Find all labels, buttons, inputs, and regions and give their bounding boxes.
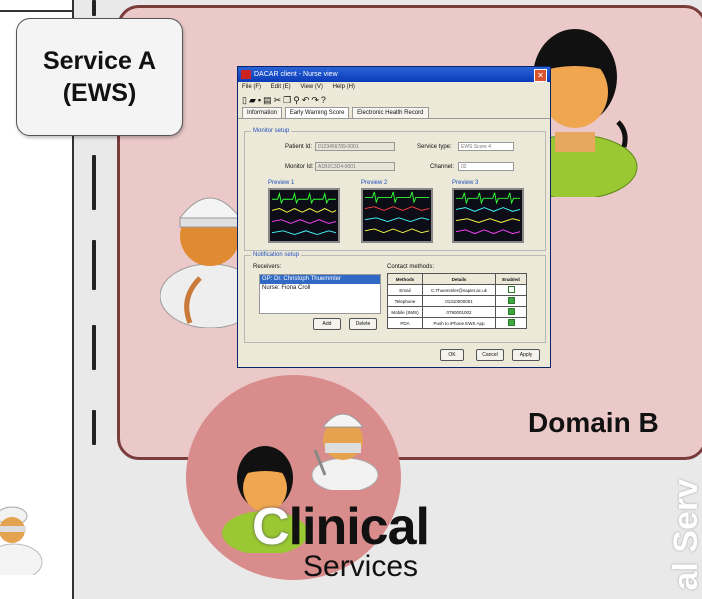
clinical-title: Clinical [252,497,430,557]
dashed-divider-segment [92,155,96,210]
save-icon[interactable]: ▪ [257,95,264,105]
table-header: Details [422,273,496,285]
dashed-divider-segment [92,240,96,290]
patient-id-label: Patient Id: [285,144,313,150]
menu-file[interactable]: File (F) [242,84,261,90]
dashed-divider-segment [92,0,96,16]
table-row: PDA Push to iPhone EWS App [387,317,527,329]
preview-3-label: Preview 3 [452,180,479,186]
dacar-client-window: DACAR client - Nurse view ✕ File (F) Edi… [237,66,551,368]
menu-bar: File (F) Edit (E) View (V) Help (H) [238,82,550,93]
enabled-checkbox[interactable] [507,308,515,315]
toolbar: ▯▰▪▤✂❐⚲↶↷? [238,93,550,107]
ok-button[interactable]: OK [440,349,464,361]
service-a-subtitle: (EWS) [62,79,137,107]
find-icon[interactable]: ⚲ [293,95,302,105]
method-cell: Mobile (SMS) [387,306,423,318]
edge-vertical-text: al Serv [667,479,702,591]
preview-2-monitor[interactable] [361,188,433,243]
female-clinician-icon [222,446,308,553]
table-row: Telephone 01310000001 [387,295,527,307]
undo-icon[interactable]: ↶ [301,95,312,105]
monitor-setup-title: Monitor setup [251,128,292,134]
menu-edit[interactable]: Edit (E) [270,84,291,90]
enabled-checkbox[interactable] [507,297,515,304]
table-header: Methods [387,273,423,285]
open-icon[interactable]: ▰ [248,95,258,105]
apply-button[interactable]: Apply [512,349,540,361]
clinical-rest: linical [288,498,430,556]
details-cell: C.Thuemmler@napier.ac.uk [422,284,496,296]
tab-electronic-health-record[interactable]: Electronic Health Record [352,107,429,118]
table-row: Mobile (SMS) 0790001002 [387,306,527,318]
table-row: Email C.Thuemmler@napier.ac.uk [387,284,527,296]
window-title: DACAR client - Nurse view [254,71,338,78]
cut-icon[interactable]: ✂ [273,95,284,105]
patient-id-field[interactable]: 0123456789-0001 [315,142,395,151]
surgeon-icon [311,413,379,490]
copy-icon[interactable]: ❐ [283,95,294,105]
method-cell: Telephone [387,295,423,307]
channel-field[interactable]: 02 [458,162,514,171]
domain-b-label: Domain B [528,407,659,438]
receivers-label: Receivers: [253,264,282,270]
print-icon[interactable]: ▤ [263,95,274,105]
receivers-listbox[interactable]: GP: Dr. Christoph Thuemmler Nurse: Fiona… [259,274,381,314]
add-button[interactable]: Add [313,318,341,330]
receiver-item[interactable]: Nurse: Fiona Croll [262,285,311,291]
details-cell: 01310000001 [422,295,496,307]
cancel-button[interactable]: Cancel [476,349,504,361]
close-icon[interactable]: ✕ [534,69,547,82]
dashed-divider-segment [92,325,96,370]
left-panel-top-border [0,10,72,12]
doctor-small-icon [0,506,43,575]
details-cell: 0790001002 [422,306,496,318]
table-header: Enabled [495,273,527,285]
service-a-title: Service A [42,47,157,75]
channel-label: Channel: [430,164,455,170]
preview-1-monitor[interactable] [268,188,340,243]
service-a-box: Service A (EWS) [16,18,183,136]
delete-button[interactable]: Delete [349,318,377,330]
new-icon[interactable]: ▯ [242,95,249,105]
preview-2-label: Preview 2 [361,180,388,186]
menu-help[interactable]: Help (H) [332,84,355,90]
preview-3-monitor[interactable] [452,188,524,243]
enabled-checkbox[interactable] [507,286,515,293]
enabled-checkbox[interactable] [507,319,515,326]
app-logo-icon [241,70,251,79]
method-cell: Email [387,284,423,296]
monitor-setup-section: Monitor setup Patient Id: 0123456789-000… [244,128,546,251]
monitor-id-field[interactable]: A1B2C3D4-0001 [315,162,395,171]
details-cell: Push to iPhone EWS App [422,317,496,329]
notification-setup-title: Notification setup [251,252,302,258]
nurse-icon [160,197,260,328]
service-type-label: Service type: [417,144,452,150]
preview-1-label: Preview 1 [268,180,295,186]
method-cell: PDA [387,317,423,329]
tab-bar: Information Early Warning Score Electron… [238,107,550,119]
service-type-field[interactable]: EWS Score 4 [458,142,514,151]
tab-information[interactable]: Information [242,107,283,118]
receiver-item[interactable]: GP: Dr. Christoph Thuemmler [260,275,380,284]
notification-setup-section: Notification setup Receivers: Contact me… [244,252,546,343]
contact-methods-label: Contact methods: [387,264,435,270]
tab-early-warning-score[interactable]: Early Warning Score [284,107,350,118]
redo-icon[interactable]: ↷ [311,95,321,105]
menu-view[interactable]: View (V) [300,84,323,90]
clinical-subtitle: Services [303,550,419,583]
help-icon[interactable]: ? [320,95,328,105]
clinical-first-letter: C [252,498,290,556]
monitor-id-label: Monitor Id: [285,164,314,170]
contact-methods-table: Methods Details Enabled Email C.Thuemmle… [387,273,527,329]
window-titlebar[interactable]: DACAR client - Nurse view ✕ [238,67,550,82]
dashed-divider-segment [92,410,96,445]
